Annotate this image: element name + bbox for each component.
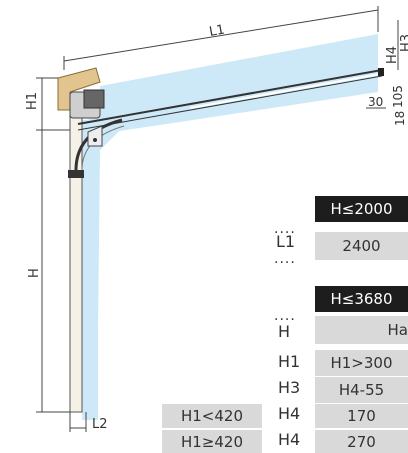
corner-bracket [87, 125, 103, 147]
h3-label: H3 [399, 34, 408, 52]
l2-label: L2 [92, 417, 108, 432]
motor-box [83, 89, 105, 109]
dim-30-label: 30 [368, 95, 383, 109]
l1-label: L1 [208, 22, 226, 39]
table2-value-h: Ha [315, 316, 408, 344]
table1-l1-value: 2400 [315, 232, 408, 260]
l1-dimension-line [63, 9, 379, 62]
table2-dots: .... [274, 308, 296, 324]
bracket-bolt [93, 138, 97, 142]
door-curve-area [85, 108, 143, 420]
table2-label-h1: H1 [278, 352, 301, 371]
table2-cond-h1-ge-420: H1≥420 [162, 430, 262, 453]
table2-label-h4-b: H4 [278, 430, 301, 449]
h1-label: H1 [25, 92, 40, 110]
track-rail-highlight [189, 73, 381, 109]
table1-dots-top: .... [274, 221, 296, 237]
table1-row-label-l1: L1 [276, 232, 296, 251]
track-end-stop [378, 68, 384, 76]
dim-105-label: 105 [391, 85, 405, 108]
table2-header: H≤3680 [315, 286, 408, 312]
ceiling-track-area [100, 34, 378, 134]
table2-value-h1: H1>300 [315, 350, 408, 376]
table2-label-h3: H3 [278, 378, 301, 397]
table2-value-h4-b: 270 [315, 430, 408, 453]
frame-clip [68, 170, 84, 178]
dim-18-label: 18 [393, 111, 407, 126]
table2-value-h3: H4-55 [315, 377, 408, 403]
h-label: H [27, 268, 42, 278]
wood-lintel [57, 67, 101, 111]
table1-header: H≤2000 [315, 196, 408, 222]
track-rail-top [77, 69, 383, 125]
h4-label: H4 [385, 46, 400, 64]
track-rail-bottom [77, 75, 383, 131]
table2-cond-h1-lt-420: H1<420 [162, 404, 262, 428]
table2-value-h4-a: 170 [315, 404, 408, 428]
table2-label-h4-a: H4 [278, 404, 301, 423]
door-leaf-area [82, 120, 98, 420]
table2-label-h: H [278, 322, 291, 341]
table1-dots-bottom: .... [274, 251, 296, 267]
